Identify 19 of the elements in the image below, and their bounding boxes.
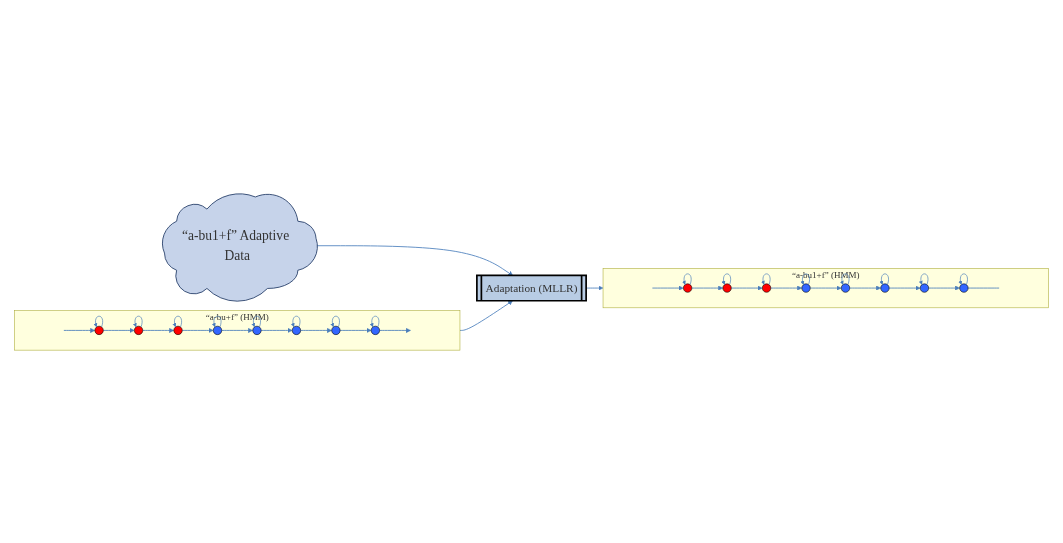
node-circle [213, 325, 222, 335]
node-circle [722, 283, 732, 293]
node-circle [762, 283, 772, 293]
node-circle [880, 283, 890, 293]
node-circle [370, 325, 380, 335]
node-circle [959, 283, 969, 293]
node-circle [252, 325, 262, 335]
node-circle [331, 325, 341, 335]
connector [967, 287, 1000, 288]
node-circle [134, 325, 144, 335]
cluster: “a-bu+f” (HMM) [14, 309, 461, 350]
node-circle [919, 283, 929, 293]
node-circle [173, 325, 183, 335]
cluster: “a-bu1+f” (HMM) [602, 267, 1049, 308]
node-circle [94, 325, 104, 335]
node-circle [291, 325, 301, 335]
node-circle [683, 283, 693, 293]
node-circle [801, 283, 811, 293]
node-circle [841, 283, 850, 293]
